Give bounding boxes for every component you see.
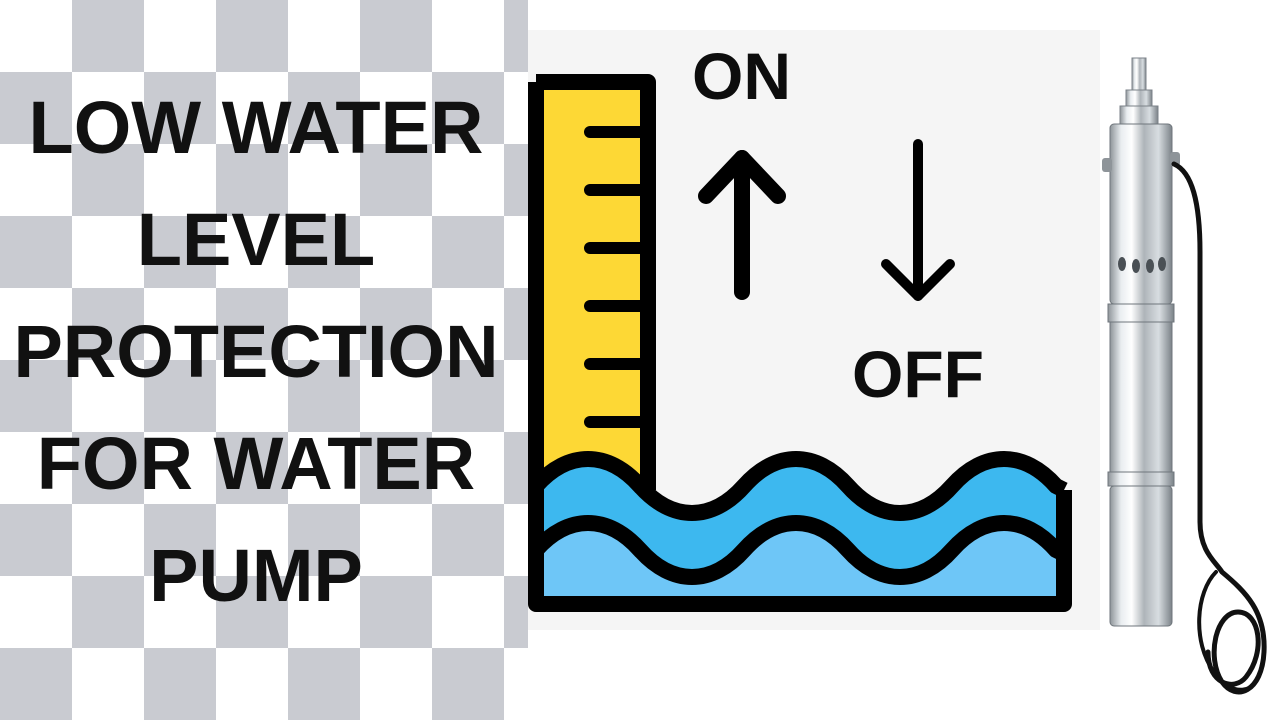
water-level-diagram — [528, 74, 1072, 612]
arrow-up-icon — [698, 150, 786, 300]
arrow-down-icon — [881, 139, 955, 301]
on-label: ON — [692, 39, 791, 113]
water-waves-icon — [528, 82, 1072, 612]
headline: LOW WATER LEVEL PROTECTION FOR WATER PUM… — [0, 72, 512, 632]
headline-line-5: PUMP — [149, 534, 363, 617]
headline-line-2: LEVEL — [136, 198, 376, 281]
headline-line-1: LOW WATER — [28, 86, 484, 169]
headline-line-4: FOR WATER — [36, 422, 476, 505]
headline-line-3: PROTECTION — [13, 310, 499, 393]
submersible-pump-icon — [1102, 57, 1267, 695]
off-label: OFF — [852, 337, 984, 411]
transparency-checkerboard-background — [0, 0, 528, 720]
